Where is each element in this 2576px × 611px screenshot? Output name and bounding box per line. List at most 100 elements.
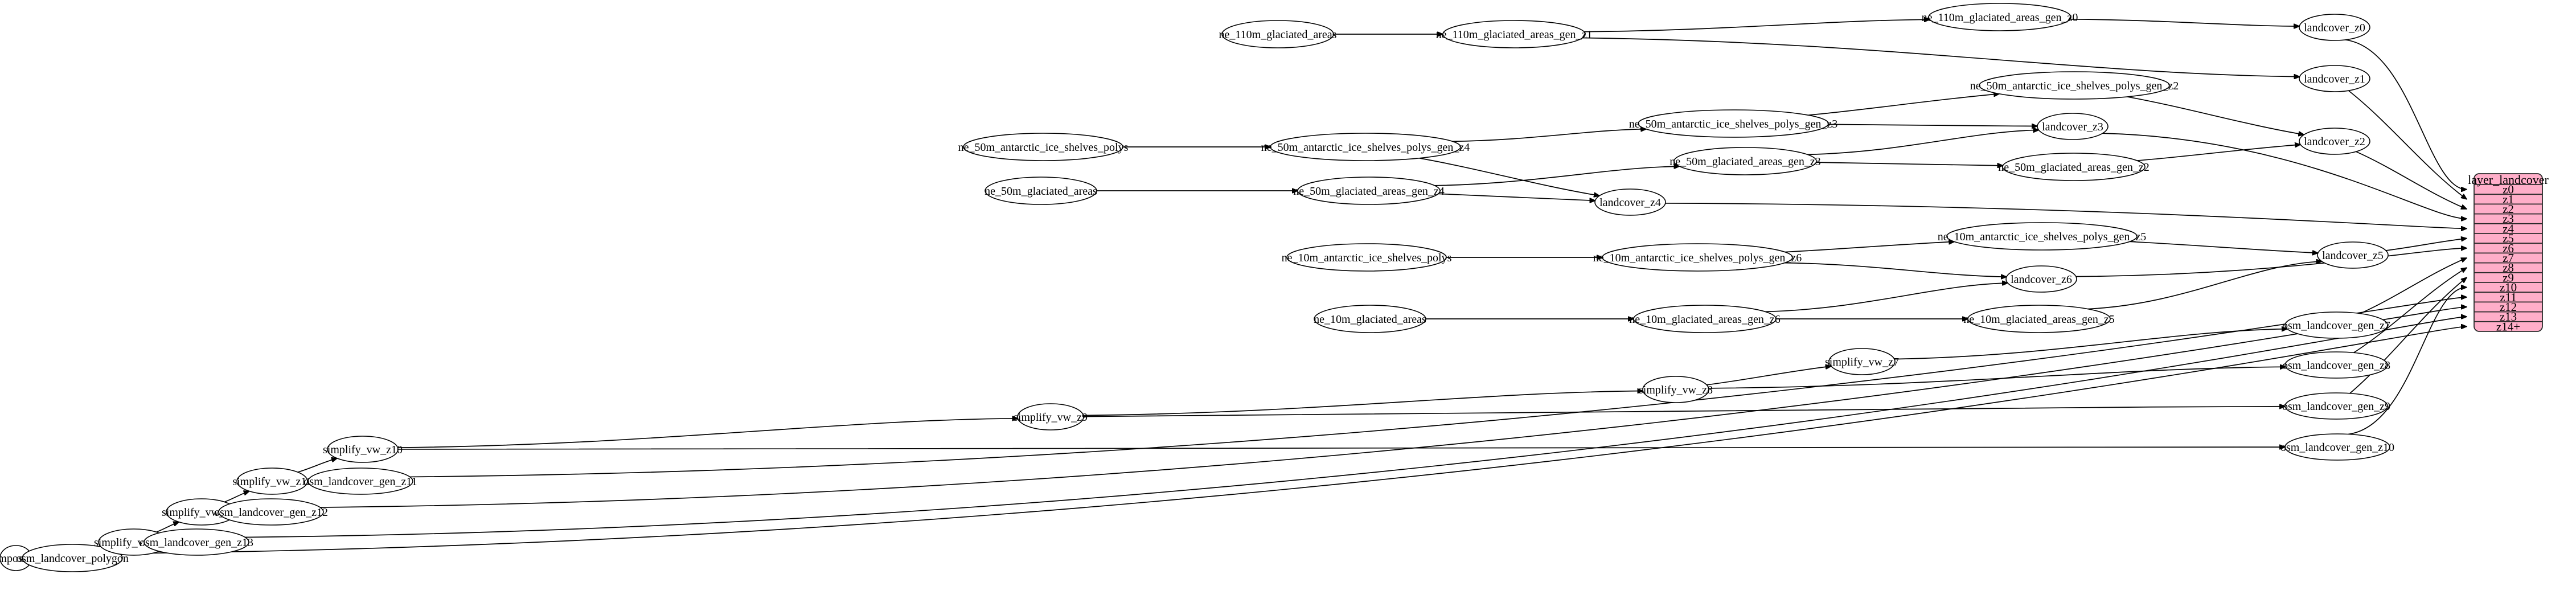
node-ne_50m_glaciated_areas[interactable]: ne_50m_glaciated_areas	[985, 177, 1097, 205]
edge-ne_50m_antarctic_ice_shelves_polys_gen_z4-to-landcover_z4	[1419, 157, 1599, 196]
node-landcover_z5[interactable]: landcover_z5	[2317, 241, 2389, 269]
node-label-osm_landcover_gen_z11: osm_landcover_gen_z11	[303, 475, 417, 488]
record-row-z5[interactable]: z5	[2503, 232, 2514, 245]
node-ne_110m_glaciated_areas_gen_z1[interactable]: ne_110m_glaciated_areas_gen_z1	[1436, 20, 1593, 48]
node-ellipse-ne_10m_glaciated_areas_gen_z6	[1633, 305, 1777, 333]
node-ne_50m_antarctic_ice_shelves_polys_gen_z2[interactable]: ne_50m_antarctic_ice_shelves_polys_gen_z…	[1970, 71, 2179, 100]
node-ellipse-simplify_vw_z11	[236, 468, 308, 495]
edge-simplify_vw_z9-to-osm_landcover_gen_z9	[1083, 407, 2285, 417]
node-ne_50m_glaciated_areas_gen_z2[interactable]: ne_50m_glaciated_areas_gen_z2	[1998, 153, 2150, 181]
node-landcover_z1[interactable]: landcover_z1	[2299, 65, 2370, 92]
node-label-landcover_z3: landcover_z3	[2042, 121, 2103, 133]
node-landcover_z3[interactable]: landcover_z3	[2037, 113, 2109, 140]
node-label-osm_landcover_polygon: osm_landcover_polygon	[16, 552, 129, 565]
record-row-z4[interactable]: z4	[2503, 222, 2514, 235]
edge-landcover_z1-to-layer_landcover_z1	[2348, 90, 2467, 199]
node-label-osm_landcover_gen_z10: osm_landcover_gen_z10	[2280, 441, 2394, 454]
node-ne_10m_antarctic_ice_shelves_polys[interactable]: ne_10m_antarctic_ice_shelves_polys	[1282, 243, 1452, 272]
node-simplify_vw_z8[interactable]: simplify_vw_z8	[1639, 376, 1713, 403]
node-osm_landcover_gen_z12[interactable]: osm_landcover_gen_z12	[214, 498, 328, 526]
node-ne_110m_glaciated_areas_gen_z0[interactable]: ne_110m_glaciated_areas_gen_z0	[1922, 3, 2078, 31]
node-osm_landcover_gen_z10[interactable]: osm_landcover_gen_z10	[2280, 433, 2394, 461]
node-ne_10m_glaciated_areas[interactable]: ne_10m_glaciated_areas	[1314, 305, 1426, 333]
node-label-simplify_vw_z8: simplify_vw_z8	[1639, 384, 1713, 396]
edge-simplify_vw_z8-to-simplify_vw_z7	[1707, 366, 1831, 386]
record-layer: layer_landcoverz0z1z2z3z4z5z6z7z8z9z10z1…	[2468, 173, 2549, 333]
node-label-osm_landcover_gen_z13: osm_landcover_gen_z13	[140, 536, 253, 549]
node-ne_110m_glaciated_areas[interactable]: ne_110m_glaciated_areas	[1219, 20, 1337, 48]
node-ellipse-osm_landcover_gen_z9	[2284, 392, 2388, 420]
node-label-osm_landcover_gen_z12: osm_landcover_gen_z12	[214, 506, 328, 519]
node-label-ne_50m_antarctic_ice_shelves_polys: ne_50m_antarctic_ice_shelves_polys	[958, 141, 1129, 154]
record-row-z2[interactable]: z2	[2503, 202, 2514, 216]
node-label-ne_50m_antarctic_ice_shelves_polys_gen_z2: ne_50m_antarctic_ice_shelves_polys_gen_z…	[1970, 80, 2179, 92]
node-label-ne_10m_antarctic_ice_shelves_polys_gen_z6: ne_10m_antarctic_ice_shelves_polys_gen_z…	[1593, 252, 1802, 264]
node-ne_50m_antarctic_ice_shelves_polys_gen_z4[interactable]: ne_50m_antarctic_ice_shelves_polys_gen_z…	[1261, 133, 1470, 161]
record-row-z3[interactable]: z3	[2503, 212, 2514, 225]
edge-layer	[22, 19, 2467, 558]
node-ne_10m_glaciated_areas_gen_z5[interactable]: ne_10m_glaciated_areas_gen_z5	[1963, 305, 2115, 333]
node-ne_10m_antarctic_ice_shelves_polys_gen_z6[interactable]: ne_10m_antarctic_ice_shelves_polys_gen_z…	[1593, 243, 1802, 272]
record-row-z7[interactable]: z7	[2503, 251, 2514, 265]
edge-ne_110m_glaciated_areas_gen_z1-to-landcover_z1	[1582, 37, 2299, 77]
node-ellipse-osm_landcover_polygon	[22, 544, 123, 572]
node-label-ne_50m_antarctic_ice_shelves_polys_gen_z3: ne_50m_antarctic_ice_shelves_polys_gen_z…	[1629, 118, 1838, 130]
edge-ne_10m_antarctic_ice_shelves_polys_gen_z5-to-landcover_z5	[2129, 241, 2318, 253]
node-ne_10m_antarctic_ice_shelves_polys_gen_z5[interactable]: ne_10m_antarctic_ice_shelves_polys_gen_z…	[1938, 222, 2147, 251]
node-osm_landcover_gen_z13[interactable]: osm_landcover_gen_z13	[140, 528, 253, 556]
node-ellipse-ne_50m_antarctic_ice_shelves_polys	[963, 133, 1123, 161]
node-simplify_vw_z7[interactable]: simplify_vw_z7	[1825, 348, 1899, 375]
node-ellipse-landcover_z4	[1594, 188, 1666, 216]
edge-osm_landcover_gen_z9-to-layer_landcover_z9	[2349, 277, 2467, 394]
record-row-z9[interactable]: z9	[2503, 270, 2514, 284]
edge-ne_50m_antarctic_ice_shelves_polys_gen_z3-to-landcover_z3	[1828, 124, 2037, 126]
edge-ne_50m_glaciated_areas_gen_z2-to-landcover_z2	[2137, 145, 2300, 161]
node-label-ne_10m_antarctic_ice_shelves_polys: ne_10m_antarctic_ice_shelves_polys	[1282, 252, 1452, 264]
record-row-z6[interactable]: z6	[2503, 241, 2514, 255]
node-osm_landcover_polygon[interactable]: osm_landcover_polygon	[16, 544, 129, 572]
edge-osm_landcover_gen_z7-to-layer_landcover_z7	[2360, 258, 2467, 314]
node-simplify_vw_z9[interactable]: simplify_vw_z9	[1014, 403, 1088, 430]
node-osm_landcover_gen_z9[interactable]: osm_landcover_gen_z9	[2282, 392, 2390, 420]
node-landcover_z2[interactable]: landcover_z2	[2299, 128, 2370, 155]
edge-landcover_z4-to-layer_landcover_z4	[1665, 203, 2467, 228]
node-ellipse-landcover_z3	[2037, 113, 2109, 140]
record-row-z1[interactable]: z1	[2503, 192, 2514, 206]
node-ne_50m_antarctic_ice_shelves_polys_gen_z3[interactable]: ne_50m_antarctic_ice_shelves_polys_gen_z…	[1629, 109, 1838, 138]
record-row-z8[interactable]: z8	[2503, 261, 2514, 274]
record-row-z14plus[interactable]: z14+	[2496, 319, 2520, 333]
edge-landcover_z2-to-layer_landcover_z2	[2356, 151, 2467, 209]
node-ellipse-ne_110m_glaciated_areas	[1221, 20, 1334, 48]
node-landcover_z0[interactable]: landcover_z0	[2299, 14, 2370, 41]
edge-landcover_z0-to-layer_landcover_z0	[2345, 39, 2467, 190]
record-row-z0[interactable]: z0	[2503, 183, 2514, 196]
node-osm_landcover_gen_z11[interactable]: osm_landcover_gen_z11	[303, 468, 417, 495]
edge-simplify_vw_z10-to-osm_landcover_gen_z10	[397, 447, 2285, 450]
node-ellipse-landcover_z2	[2299, 128, 2370, 155]
node-osm_landcover_gen_z7[interactable]: osm_landcover_gen_z7	[2282, 311, 2390, 339]
node-ellipse-simplify_vw_z8	[1642, 376, 1709, 403]
node-simplify_vw_z11[interactable]: simplify_vw_z11	[232, 468, 312, 495]
node-simplify_vw_z10[interactable]: simplify_vw_z10	[323, 436, 403, 463]
node-ellipse-ne_50m_glaciated_areas_gen_z3	[1673, 147, 1817, 175]
node-label-ne_50m_glaciated_areas: ne_50m_glaciated_areas	[985, 185, 1097, 198]
node-ne_10m_glaciated_areas_gen_z6[interactable]: ne_10m_glaciated_areas_gen_z6	[1629, 305, 1781, 333]
node-label-ne_50m_glaciated_areas_gen_z3: ne_50m_glaciated_areas_gen_z3	[1670, 155, 1820, 168]
node-ellipse-osm_landcover_gen_z10	[2284, 433, 2390, 461]
node-label-ne_110m_glaciated_areas_gen_z0: ne_110m_glaciated_areas_gen_z0	[1922, 11, 2078, 24]
node-ne_50m_glaciated_areas_gen_z3[interactable]: ne_50m_glaciated_areas_gen_z3	[1670, 147, 1821, 175]
edge-ne_50m_antarctic_ice_shelves_polys_gen_z2-to-landcover_z2	[2127, 96, 2304, 135]
node-ne_50m_glaciated_areas_gen_z4[interactable]: ne_50m_glaciated_areas_gen_z4	[1293, 177, 1445, 205]
record-row-z10[interactable]: z10	[2500, 281, 2517, 294]
edge-ne_10m_glaciated_areas_gen_z5-to-landcover_z5	[2087, 261, 2322, 310]
node-osm_landcover_gen_z8[interactable]: osm_landcover_gen_z8	[2282, 351, 2390, 379]
node-ne_50m_antarctic_ice_shelves_polys[interactable]: ne_50m_antarctic_ice_shelves_polys	[958, 133, 1129, 161]
edge-ne_10m_antarctic_ice_shelves_polys_gen_z6-to-landcover_z6	[1784, 262, 2007, 277]
node-ellipse-ne_110m_glaciated_areas_gen_z0	[1928, 3, 2072, 31]
node-landcover_z6[interactable]: landcover_z6	[2005, 265, 2077, 293]
edge-simplify_vw_z10-to-simplify_vw_z9	[397, 419, 1018, 448]
node-landcover_z4[interactable]: landcover_z4	[1594, 188, 1666, 216]
node-label-landcover_z4: landcover_z4	[1599, 196, 1661, 209]
node-layer: imposm3osm_landcover_polygonsimplify_vw_…	[0, 3, 2394, 572]
